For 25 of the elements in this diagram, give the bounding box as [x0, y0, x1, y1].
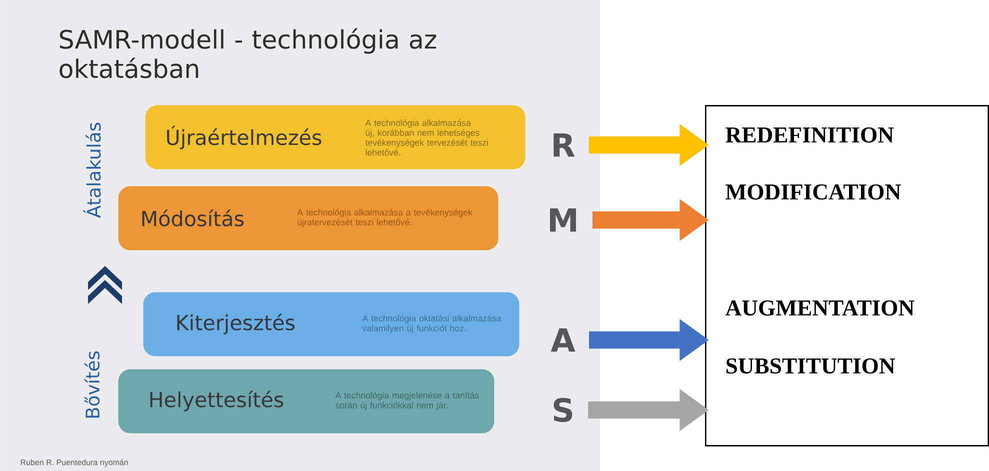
band-heading: Módosítás [142, 210, 244, 226]
title: SAMR-modell - technológia az oktatásban [60, 28, 436, 78]
level-name: SUBSTITUTION [726, 358, 896, 374]
level-band [143, 292, 520, 356]
band-description: A technológia alkalmazása új, korábban nem lehetséges tevékenységek tervezését teszi lehetővé. [365, 119, 488, 156]
band-heading: Helyettesítés [150, 390, 284, 412]
band-heading: Kiterjesztés [177, 314, 295, 334]
level-letter: A [550, 328, 576, 352]
level-name: MODIFICATION [726, 184, 901, 200]
level-band [145, 105, 526, 170]
text-box [705, 105, 989, 446]
level-letter: M [550, 208, 576, 232]
level-name: AUGMENTATION [726, 300, 914, 316]
band-heading: Újraértelmezés [167, 126, 322, 150]
level-name: REDEFINITION [726, 127, 894, 143]
level-band [118, 369, 494, 434]
level-letter: R [554, 133, 575, 157]
band-description: A technológia oktatási alkalmazása valamilyen új funkciót hoz. [362, 314, 502, 334]
side-label: Átalakulás [83, 122, 101, 218]
level-band [118, 186, 498, 250]
level-letter: S [554, 398, 572, 422]
band-description: A technológia megjelenése a tanítás során új funkciókkal nem jár. [335, 392, 479, 410]
credit-note: Ruben R. Puentedura nyomán [20, 459, 128, 467]
band-description: A technológia alkalmazása a tevékenységek újratervezését teszi lehetővé. [297, 208, 472, 228]
side-label: Bővítés [84, 351, 100, 418]
